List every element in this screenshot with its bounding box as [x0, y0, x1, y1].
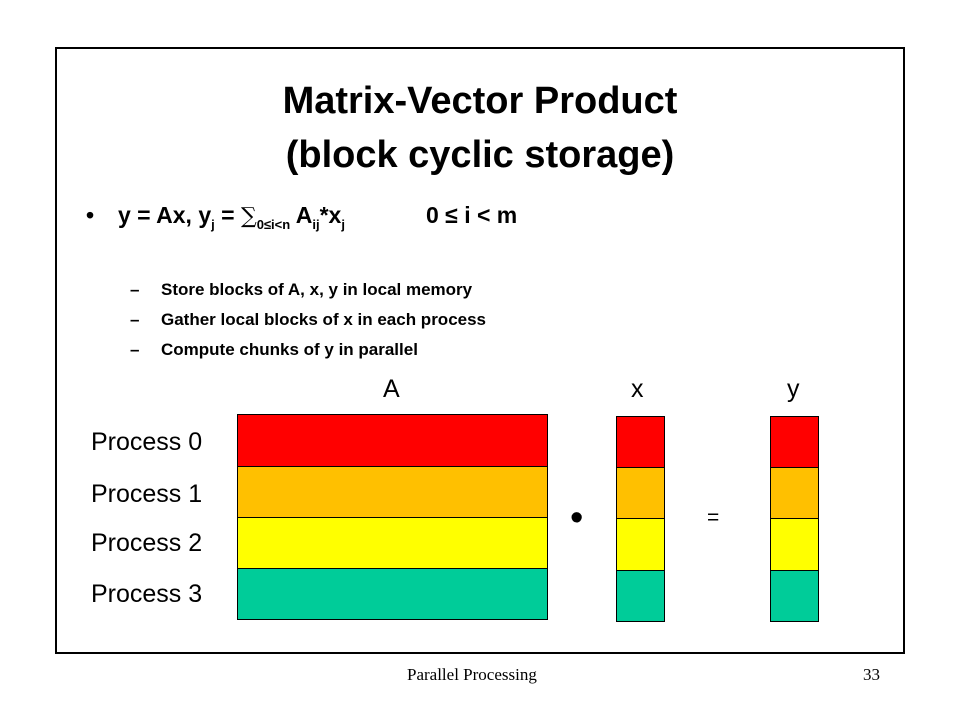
vector-y-block-1 [770, 467, 819, 519]
formula-sub-j: j [211, 217, 215, 232]
process-1-label: Process 1 [91, 480, 203, 508]
bullet-marker: • [86, 202, 95, 228]
vector-y-block-3 [770, 570, 819, 622]
footer-page-number: 33 [863, 665, 880, 684]
slide-title-line1: Matrix-Vector Product [282, 80, 678, 122]
process-3-label: Process 3 [91, 580, 203, 608]
formula-x: *x [319, 202, 342, 228]
footer-course-title: Parallel Processing [407, 665, 537, 684]
vector-y-block-0 [770, 416, 819, 468]
matrix-a-block-0 [237, 414, 548, 467]
process-2-label: Process 2 [91, 529, 203, 557]
sub-item-text: Gather local blocks of x in each process [161, 310, 487, 329]
vector-x-block-3 [616, 570, 665, 622]
formula-a: A [290, 202, 313, 228]
vector-x-block-2 [616, 518, 665, 571]
slide-frame [55, 47, 905, 654]
vector-y-block-2 [770, 518, 819, 571]
formula: y = Ax, yj = ∑0≤i<n Aij*xj [118, 202, 345, 232]
equals-operator: = [707, 506, 720, 529]
vector-x-block-0 [616, 416, 665, 468]
dot-product-operator: • [570, 497, 584, 539]
matrix-a-block-1 [237, 466, 548, 518]
sigma-symbol: ∑ [240, 204, 257, 229]
formula-equals: = [214, 202, 241, 228]
process-0-label: Process 0 [91, 428, 203, 456]
matrix-a-label: A [383, 375, 400, 403]
matrix-a-block-3 [237, 568, 548, 620]
sub-item-dash: – [130, 280, 140, 299]
formula-sub-ij: ij [312, 217, 320, 232]
formula-range: 0 ≤ i < m [426, 202, 518, 228]
vector-x-block-1 [616, 467, 665, 519]
formula-prefix: y = Ax, y [118, 202, 212, 228]
slide-title-line2: (block cyclic storage) [285, 134, 675, 176]
formula-sub-j2: j [341, 217, 345, 232]
sub-item-text: Store blocks of A, x, y in local memory [161, 280, 473, 299]
matrix-a-block-2 [237, 517, 548, 569]
vector-y-label: y [787, 375, 800, 403]
sub-item-dash: – [130, 340, 140, 359]
sub-item-dash: – [130, 310, 140, 329]
vector-x-label: x [631, 375, 644, 403]
sub-item-text: Compute chunks of y in parallel [161, 340, 418, 359]
formula-sum-range: 0≤i<n [256, 217, 291, 232]
